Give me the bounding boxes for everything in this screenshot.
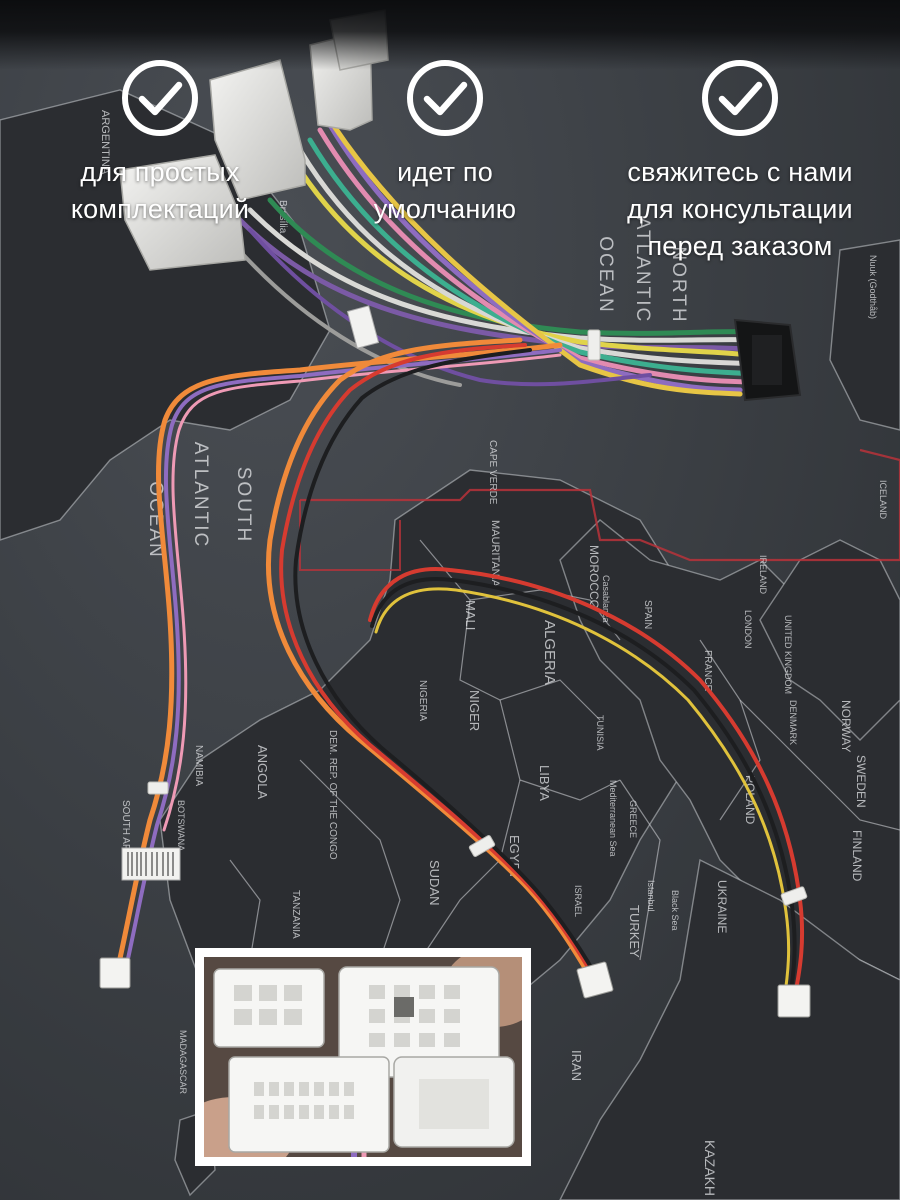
map-label-iran: IRAN — [569, 1050, 584, 1081]
map-label-kazakh: KAZAKH — [702, 1140, 718, 1196]
map-label-ireland: IRELAND — [758, 555, 768, 595]
map-label-libya: LIBYA — [537, 765, 552, 801]
map-label-greece: GREECE — [628, 800, 638, 838]
map-label-morocco: MOROCCO — [587, 545, 601, 609]
map-label-nuuk: Nuuk (Godthåb) — [868, 255, 878, 319]
asia-land — [559, 858, 900, 1200]
map-label-algeria: ALGERIA — [541, 620, 558, 685]
map-label-norway: NORWAY — [839, 700, 853, 752]
check-circle-icon — [702, 60, 778, 136]
wire-bundle — [228, 117, 763, 397]
map-label-mediterranean: Mediterranean Sea — [608, 780, 618, 857]
map-label-north: NORTH — [668, 246, 689, 323]
map-labels: SOUTH ATLANTIC OCEAN NORTH ATLANTIC OCEA… — [99, 110, 888, 1196]
small-end-connectors — [99, 957, 811, 1018]
middle-wire-branch — [266, 337, 606, 992]
map-label-black-sea: Black Sea — [670, 890, 680, 931]
map-label-namibia: NAMIBIA — [193, 745, 204, 786]
map-label-mauritania: MAURITANIA — [489, 520, 501, 588]
map-label-argentina: ARGENTINA — [99, 110, 111, 175]
south-america-land — [0, 89, 331, 541]
feature-simple-configs: для простых комплектаций — [40, 58, 280, 228]
map-label-atlantic-s: ATLANTIC — [190, 442, 211, 548]
feature-label: свяжитесь с нами для консультации перед … — [627, 157, 853, 261]
top-shadow — [0, 0, 900, 70]
cable-ties — [147, 329, 808, 906]
map-label-ocean-n: OCEAN — [595, 236, 616, 314]
map-label-casablanca: Casablanca — [601, 575, 611, 623]
map-label-turkey: TURKEY — [627, 905, 642, 958]
map-label-denmark: DENMARK — [788, 700, 798, 745]
feature-label: для простых комплектаций — [70, 157, 250, 224]
barcode-sticker — [121, 847, 181, 881]
map-label-france: FRANCE — [702, 650, 713, 691]
map-label-tunisia: TUNISIA — [595, 715, 605, 751]
map-label-iceland: ICELAND — [878, 480, 888, 520]
map-label-tanzania: TANZANIA — [290, 890, 301, 939]
scandinavia-land — [759, 539, 900, 741]
map-label-united-kingdom: UNITED KINGDOM — [783, 615, 793, 694]
map-label-finland: FINLAND — [850, 830, 864, 882]
map-label-sweden: SWEDEN — [854, 755, 868, 808]
map-label-south-africa: SOUTH AFRICA — [120, 800, 131, 874]
black-connector — [733, 318, 802, 402]
map-label-istanbul: Istanbul — [646, 880, 656, 912]
map-label-sudan: SUDAN — [427, 860, 442, 906]
map-label-angola: ANGOLA — [255, 745, 270, 800]
map-label-madagascar: MADAGASCAR — [178, 1030, 188, 1095]
map-label-london: LONDON — [743, 610, 753, 649]
barcode-sticker-2 — [346, 305, 380, 349]
map-label-spain: SPAIN — [642, 600, 653, 629]
map-label-dem-rep-congo: DEM. REP. OF THE CONGO — [327, 730, 338, 860]
connector-closeup-photo — [204, 957, 522, 1157]
map-label-cape-verde: CAPE VERDE — [487, 440, 498, 505]
map-label-south-atlantic: SOUTH — [233, 467, 254, 544]
right-wire-branch — [368, 567, 805, 1002]
feature-label: идет по умолчанию — [373, 157, 517, 224]
map-label-nigeria: NIGERIA — [417, 680, 428, 721]
map-label-botswana: BOTSWANA — [176, 800, 186, 851]
check-circle-icon — [122, 60, 198, 136]
greenland-land — [829, 239, 900, 431]
map-label-mali: MALI — [463, 600, 478, 630]
feature-contact-us: свяжитесь с нами для консультации перед … — [590, 58, 890, 265]
map-label-atlantic-n: ATLANTIC — [632, 217, 653, 323]
check-circle-icon — [407, 60, 483, 136]
highlight-outline — [300, 448, 900, 562]
map-label-niger: NIGER — [467, 690, 482, 731]
connector-closeup-inset — [195, 948, 531, 1166]
map-label-israel: ISRAEL — [573, 885, 583, 917]
feature-default-included: идет по умолчанию — [340, 58, 550, 228]
map-label-ukraine: UKRAINE — [715, 880, 729, 933]
